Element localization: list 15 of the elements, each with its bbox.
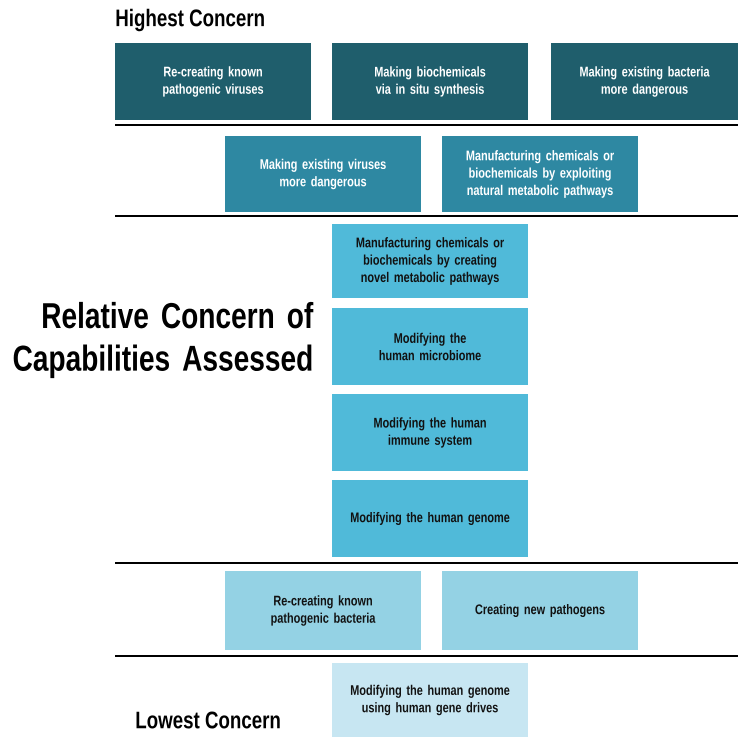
capability-box: Making biochemicals via in situ synthesis (332, 43, 528, 120)
concern-label: Lowest Concern (136, 711, 280, 728)
capability-box: Making existing viruses more dangerous (225, 136, 421, 212)
capability-box: Manufacturing chemicals or biochemicals by exploiting natural metabolic pathways (442, 136, 638, 212)
capability-box: Modifying the human immune system (332, 394, 528, 471)
capability-box: Modifying the human genome (332, 480, 528, 557)
capability-box: Modifying the human genome using human gene drives (332, 663, 528, 737)
capability-box: Modifying the human microbiome (332, 308, 528, 385)
capability-box: Re-creating known pathogenic viruses (115, 43, 311, 120)
capability-box: Creating new pathogens (442, 571, 638, 650)
heading: Relative Concern of Capabilities Assessed (14, 302, 314, 378)
concern-label: Highest Concern (116, 8, 264, 32)
capability-box: Manufacturing chemicals or biochemicals by creating novel metabolic pathways (332, 224, 528, 298)
capability-box: Making existing bacteria more dangerous (551, 43, 738, 120)
capability-box: Re-creating known pathogenic bacteria (225, 571, 421, 650)
